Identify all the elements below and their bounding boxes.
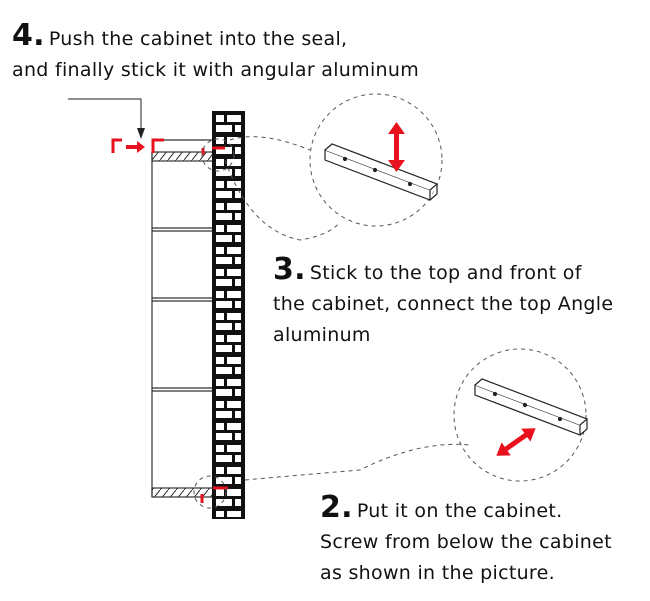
step-line: Screw from below the cabinet [320,531,612,553]
cabinet [151,139,214,498]
step-2-text: 2.Put it on the cabinet. Screw from belo… [320,492,612,589]
step-4-text: 4.Push the cabinet into the seal, and fi… [12,20,419,86]
double-arrow-vertical [388,122,405,172]
detail-circle-bottom [453,348,587,482]
brick-wall [212,111,245,519]
step-line: as shown in the picture. [320,562,555,584]
angle-aluminum-marks [111,138,228,503]
step-number: 2. [320,490,353,525]
angle-bar-top [324,143,439,201]
step-line: and finally stick it with angular alumin… [12,59,420,81]
step-line: aluminum [273,324,371,346]
double-arrow-diagonal [496,428,536,456]
pointer-arrowhead [137,128,145,139]
angle-bar-bottom [474,378,589,436]
step-line: the cabinet, connect the top Angle [273,293,614,315]
detail-circle-top [309,93,443,227]
step-number: 3. [273,252,306,287]
step-line: Stick to the top and front of [309,262,582,284]
step-3-text: 3.Stick to the top and front of the cabi… [273,254,613,351]
step-line: Push the cabinet into the seal, [48,28,348,50]
step-line: Put it on the cabinet. [356,500,563,522]
zoom-ring-bottom [193,475,227,509]
push-arrow [126,141,145,153]
step-number: 4. [12,18,45,53]
pointer-line [68,98,142,130]
zoom-ring-top [201,138,235,172]
